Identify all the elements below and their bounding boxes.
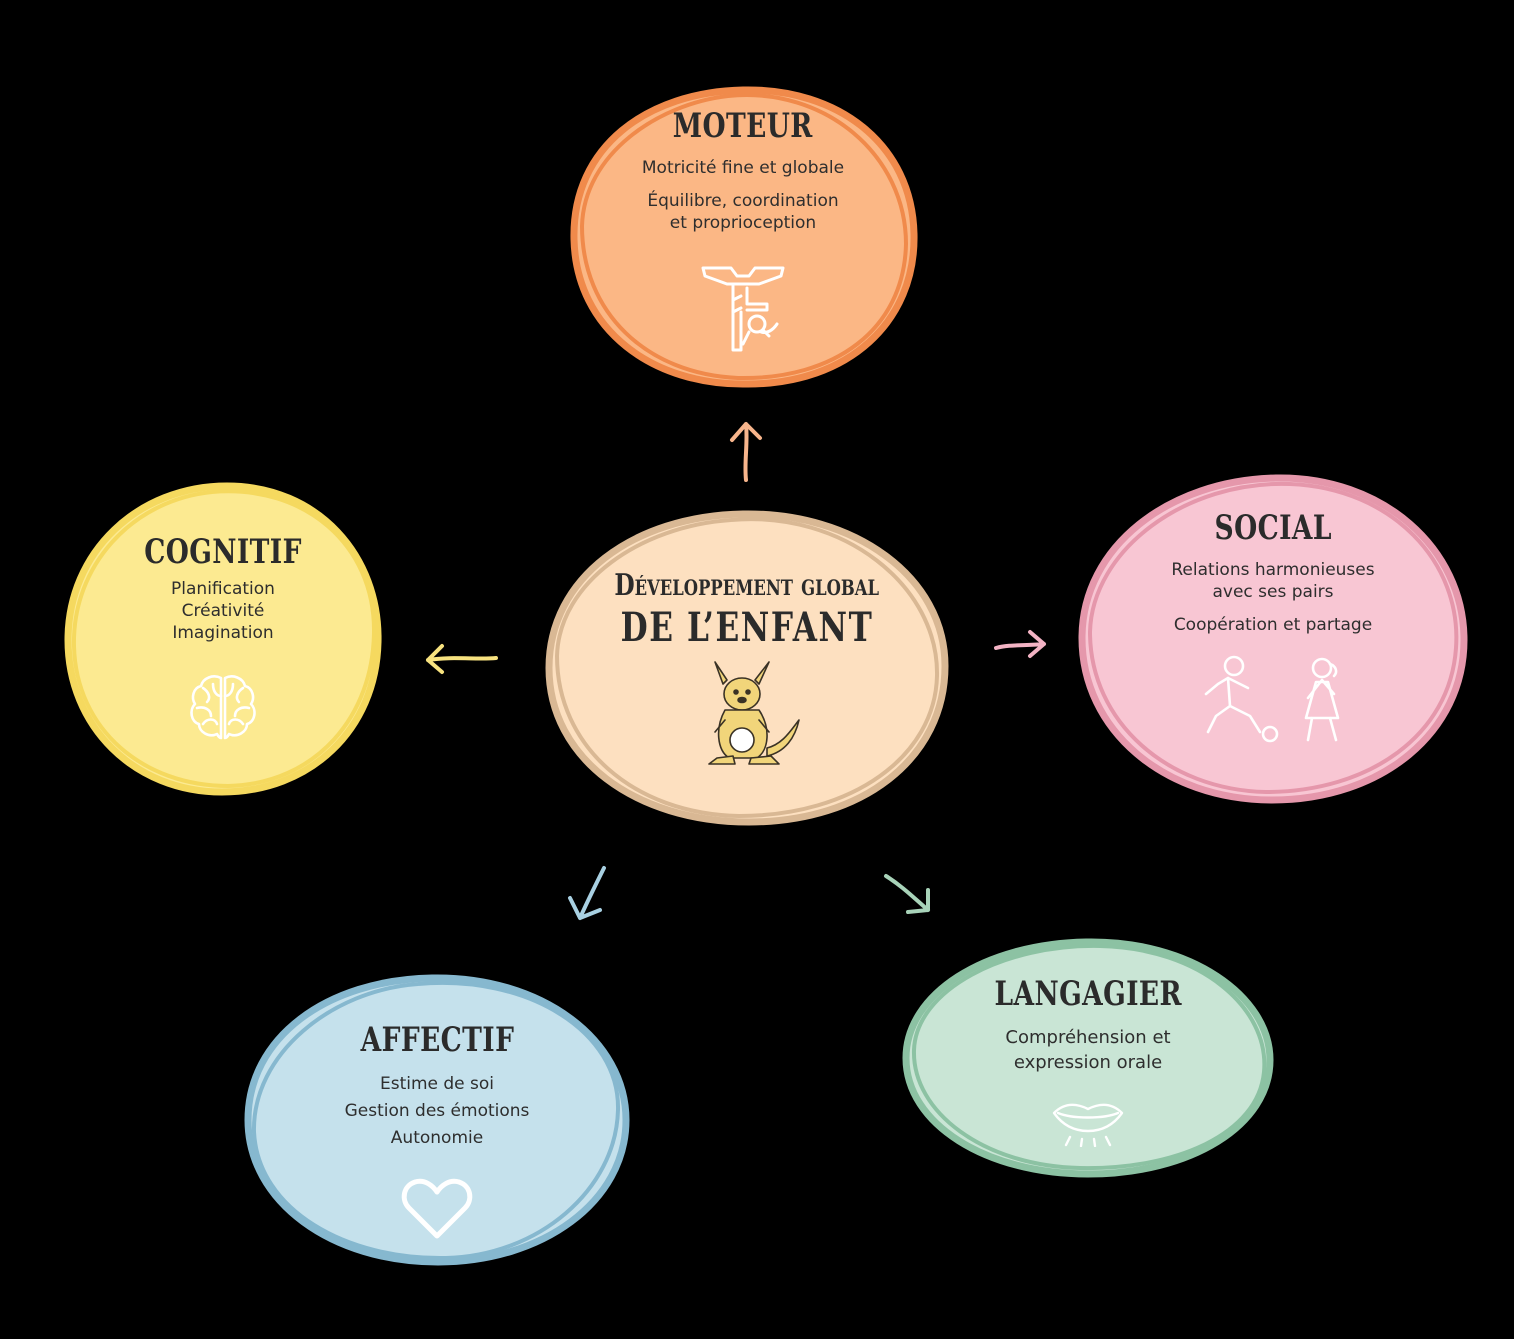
center-title-line2: de l’enfant [620,604,874,651]
kangaroo-icon [687,658,807,770]
node-langagier: LANGAGIER Compréhension et expression or… [900,934,1276,1180]
node-center: Développement global de l’enfant [543,506,951,828]
arrow-to-cognitif [426,644,498,674]
cognitif-title: COGNITIF [144,532,302,572]
affectif-line: Gestion des émotions [344,1101,530,1121]
lips-icon [1048,1097,1128,1147]
arrow-to-moteur [730,422,762,482]
arrow-to-affectif [568,866,606,920]
moteur-line: Motricité fine et globale [641,158,845,178]
node-cognitif: COGNITIF Planification Créativité Imagin… [62,480,384,798]
children-playing-icon [1198,654,1348,746]
cognitif-line: Imagination [172,623,274,643]
affectif-line: Autonomie [390,1128,484,1148]
heart-icon [401,1176,473,1242]
langagier-line: expression orale [1013,1052,1163,1073]
langagier-title: LANGAGIER [994,974,1182,1014]
node-social: SOCIAL Relations harmonieuses avec ses p… [1076,470,1470,806]
social-line: Coopération et partage [1173,615,1373,635]
gymnast-icon [697,260,789,356]
brain-icon [187,670,259,742]
affectif-line: Estime de soi [379,1074,495,1094]
node-affectif: AFFECTIF Estime de soi Gestion des émoti… [242,970,632,1268]
moteur-line: Équilibre, coordination [647,191,839,211]
cognitif-line: Créativité [181,601,265,621]
node-moteur: MOTEUR Motricité fine et globale Équilib… [568,84,918,389]
social-line: Relations harmonieuses [1171,560,1375,580]
arrow-to-langagier [884,874,930,914]
affectif-title: AFFECTIF [360,1020,514,1060]
social-title: SOCIAL [1214,508,1332,548]
center-title-line1: Développement global [614,568,880,603]
moteur-line: et proprioception [669,213,817,233]
arrow-to-social [994,630,1046,658]
langagier-line: Compréhension et [1005,1027,1171,1048]
social-line: avec ses pairs [1212,582,1334,602]
moteur-title: MOTEUR [673,106,813,146]
cognitif-line: Planification [171,579,275,599]
